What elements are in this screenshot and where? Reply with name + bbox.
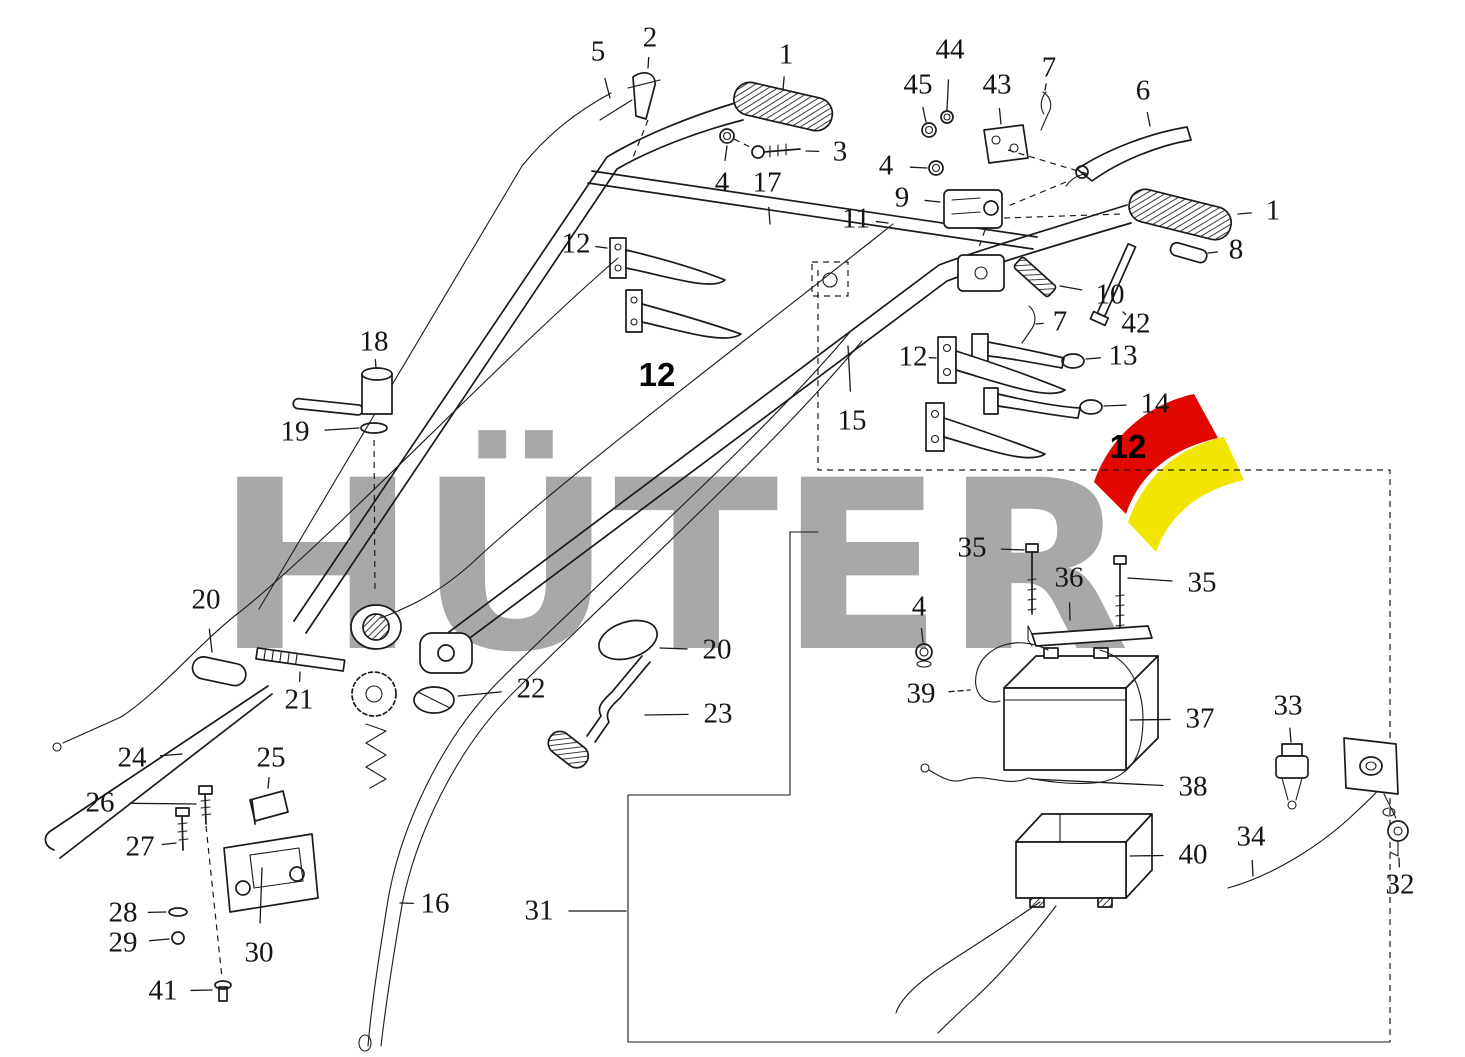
- callout-label: 18: [359, 325, 389, 358]
- callout-label: 16: [420, 887, 450, 920]
- callout-label: 2: [642, 21, 658, 54]
- callout-label: 39: [906, 677, 936, 710]
- bolts-and-pins: [1013, 241, 1208, 327]
- callout-label: 4: [714, 166, 730, 199]
- callout-label: 13: [1108, 339, 1138, 372]
- group-callout-label: 12: [1109, 428, 1147, 465]
- callout-label: 26: [85, 786, 115, 819]
- callout-label: 36: [1054, 561, 1084, 594]
- callout-label: 45: [903, 68, 933, 101]
- callout-label: 11: [842, 202, 870, 235]
- battery-tray: [895, 786, 1382, 1034]
- callout-label: 24: [117, 741, 147, 774]
- callout-label: 42: [1121, 307, 1151, 340]
- callout-label: 5: [590, 35, 606, 68]
- battery-fasteners: [915, 543, 1153, 668]
- logo-flag-yellow: [1128, 437, 1244, 552]
- callout-label: 43: [982, 68, 1012, 101]
- callout-label: 1: [778, 38, 794, 71]
- callout-label: 19: [280, 415, 310, 448]
- callout-label: 4: [878, 149, 894, 182]
- callout-label: 12: [898, 340, 928, 373]
- callout-label: 33: [1273, 689, 1303, 722]
- callout-label: 4: [911, 590, 927, 623]
- callout-label: 12: [561, 227, 591, 260]
- huter-watermark: HÜTER: [215, 429, 1130, 704]
- callout-label: 8: [1228, 233, 1244, 266]
- callout-label: 15: [837, 404, 867, 437]
- callout-label: 22: [516, 672, 546, 705]
- screw-and-nut: [719, 128, 801, 159]
- callout-label: 21: [284, 683, 314, 716]
- switch-bracket: [943, 189, 1005, 292]
- shift-levers: [971, 333, 1103, 419]
- callout-label: 40: [1178, 838, 1208, 871]
- crank-handle: [547, 619, 658, 769]
- throttle-lever: [627, 72, 661, 161]
- callout-label: 17: [752, 166, 782, 199]
- callout-label: 9: [894, 181, 910, 214]
- callout-label: 34: [1236, 820, 1266, 853]
- callout-label: 3: [832, 135, 848, 168]
- callout-label: 23: [703, 697, 733, 730]
- callout-label: 30: [244, 936, 274, 969]
- callout-label: 38: [1178, 770, 1208, 803]
- callout-label: 1: [1265, 194, 1281, 227]
- callout-label: 41: [148, 974, 178, 1007]
- callout-leader-lines: [129, 56, 1400, 992]
- callout-label: 25: [256, 741, 286, 774]
- handle-grip-right: [1128, 188, 1233, 241]
- small-fasteners: [921, 110, 1029, 176]
- brake-levers: [609, 237, 1066, 459]
- control-cables: [52, 223, 894, 1052]
- battery: [920, 642, 1159, 784]
- callout-label: 20: [702, 633, 732, 666]
- control-rods: [44, 647, 346, 859]
- callout-label: 29: [108, 926, 138, 959]
- logo-flag-red: [1094, 394, 1218, 514]
- callout-label: 35: [957, 531, 987, 564]
- group-callout-label: 12: [638, 356, 676, 393]
- callout-label: 32: [1385, 868, 1415, 901]
- callout-label: 31: [524, 894, 554, 927]
- callout-label: 14: [1140, 387, 1170, 420]
- alignment-lines: [811, 149, 1123, 297]
- callout-label: 6: [1135, 74, 1151, 107]
- callout-label: 35: [1187, 566, 1217, 599]
- handlebar-tubes: [258, 92, 1132, 662]
- callout-label: 7: [1041, 51, 1057, 84]
- callout-label: 7: [1052, 305, 1068, 338]
- cotter-pins: [1021, 91, 1052, 344]
- choke-assembly: [292, 367, 393, 595]
- callout-label: 37: [1185, 702, 1215, 735]
- mounting-plate-group: [168, 785, 319, 1002]
- callout-label: 28: [108, 896, 138, 929]
- callout-label: 44: [935, 33, 965, 66]
- mount-and-gears: [350, 604, 473, 789]
- handle-grip-left: [733, 81, 834, 132]
- clutch-lever: [1065, 126, 1192, 187]
- callout-label: 27: [125, 830, 155, 863]
- ignition-switch-group: [1275, 737, 1409, 857]
- callout-label: 10: [1095, 278, 1125, 311]
- callout-label: 20: [191, 583, 221, 616]
